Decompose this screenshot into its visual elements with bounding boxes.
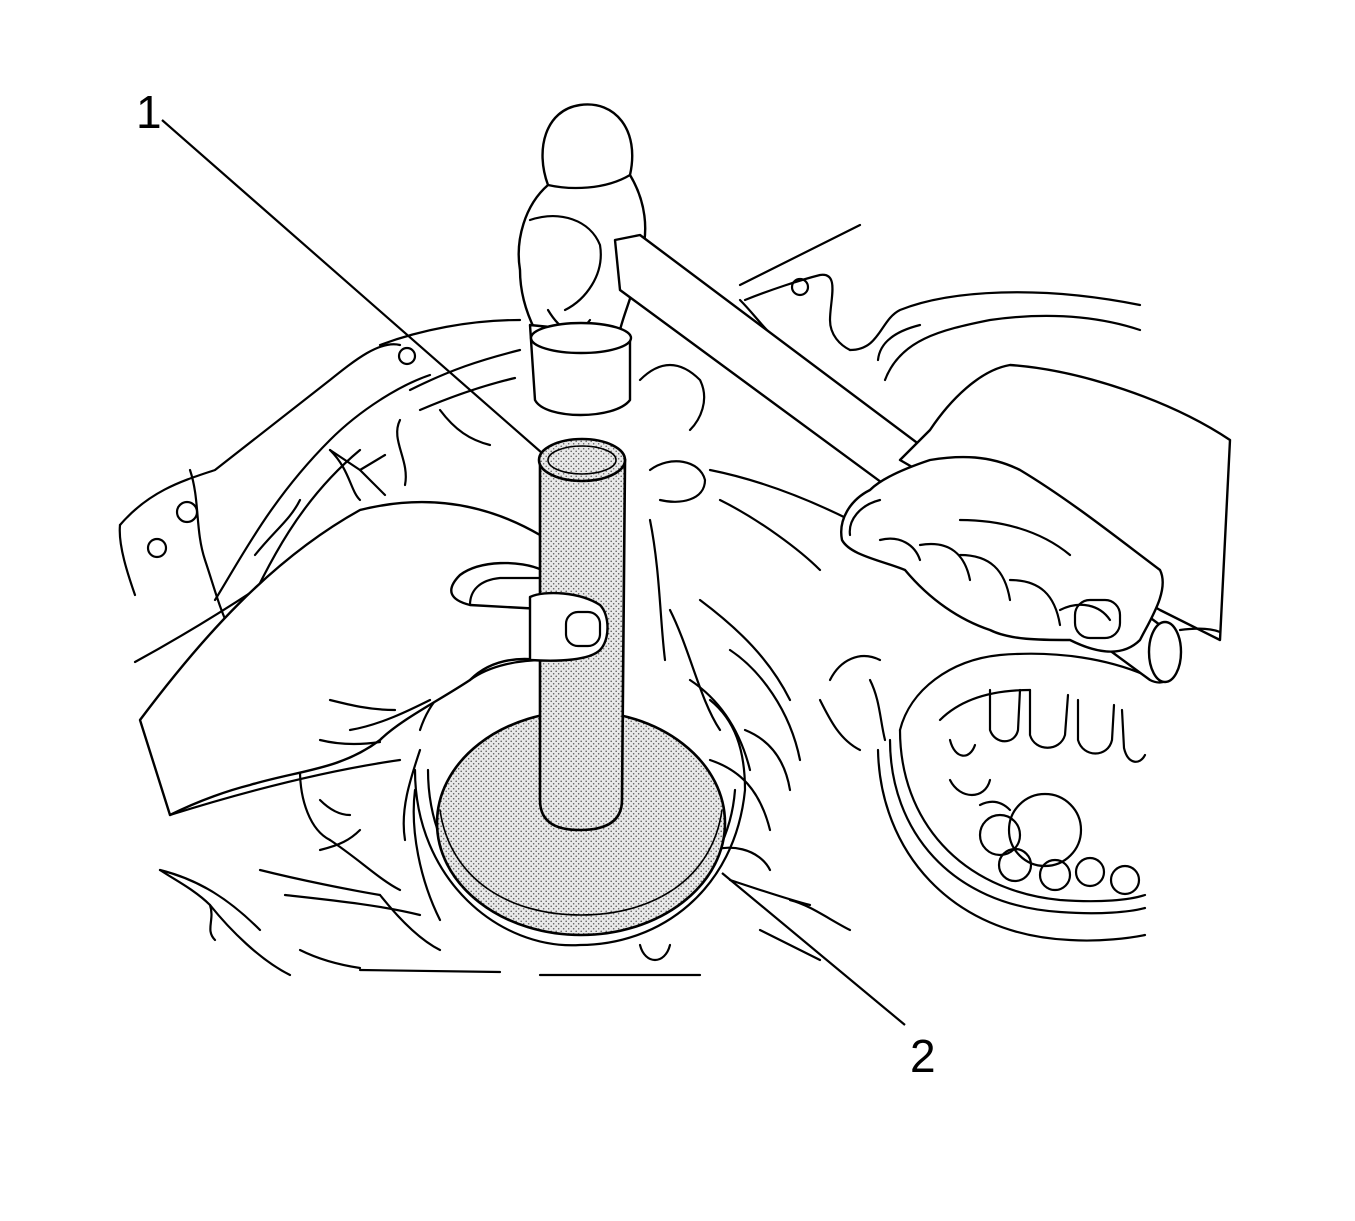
leader-line-1 <box>161 119 543 454</box>
leader-line-2 <box>721 872 906 1026</box>
installer-tool <box>528 437 627 832</box>
callout-1: 1 <box>136 86 162 138</box>
right-hand <box>840 363 1232 653</box>
leader-lines <box>161 119 906 1026</box>
callout-2: 2 <box>910 1030 936 1082</box>
bearing <box>818 652 1147 942</box>
left-hand <box>138 500 602 817</box>
